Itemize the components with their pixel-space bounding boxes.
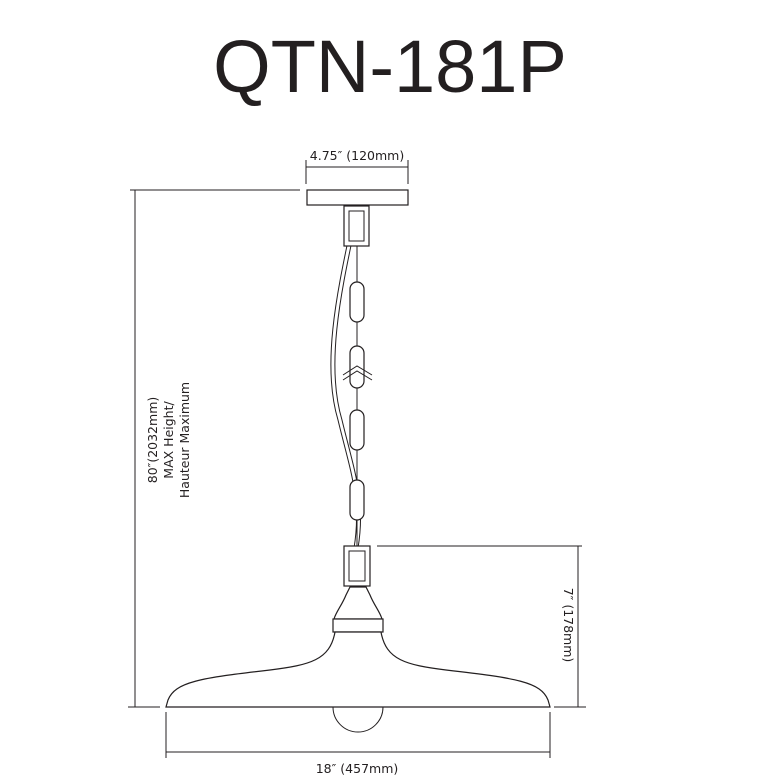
shade-height-label: 7″ (178mm) — [561, 588, 576, 663]
canopy-width-label: 4.75″ (120mm) — [310, 148, 404, 163]
shade-width-dimension: 18″ (457mm) — [165, 712, 551, 776]
max-height-dimension: 80″(2032mm) MAX Height/ Hauteur Maximum — [128, 189, 300, 708]
shade — [165, 631, 551, 708]
chain — [342, 205, 373, 587]
model-title: QTN-181P — [213, 25, 567, 108]
shade-width-label: 18″ (457mm) — [316, 761, 399, 776]
max-height-label-1: 80″(2032mm) — [145, 397, 160, 484]
canopy-width-dimension: 4.75″ (120mm) — [305, 148, 409, 184]
max-height-label-2: MAX Height/ — [161, 401, 176, 479]
shade-height-dimension: 7″ (178mm) — [377, 545, 586, 708]
bulb — [332, 706, 384, 733]
socket-neck — [333, 586, 383, 620]
max-height-label-3: Hauteur Maximum — [177, 382, 192, 498]
socket-collar — [332, 618, 384, 633]
canopy — [306, 189, 409, 206]
